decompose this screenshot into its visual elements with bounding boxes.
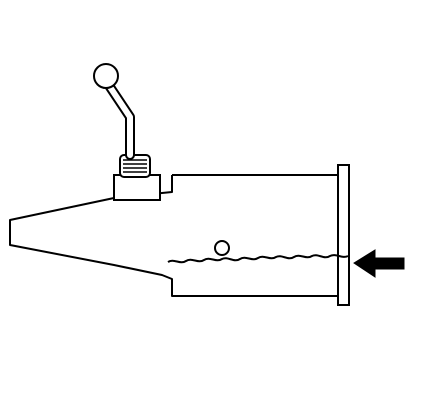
shifter-base — [113, 174, 161, 201]
arrow-left-icon — [353, 249, 405, 278]
shifter-boot — [119, 154, 151, 178]
fluid-level-line — [167, 254, 349, 264]
shifter-threads — [123, 159, 147, 173]
right-flange — [337, 164, 350, 306]
fluid-bubble — [214, 240, 230, 256]
shift-lever-icon — [93, 63, 135, 160]
extension-housing — [9, 175, 338, 297]
